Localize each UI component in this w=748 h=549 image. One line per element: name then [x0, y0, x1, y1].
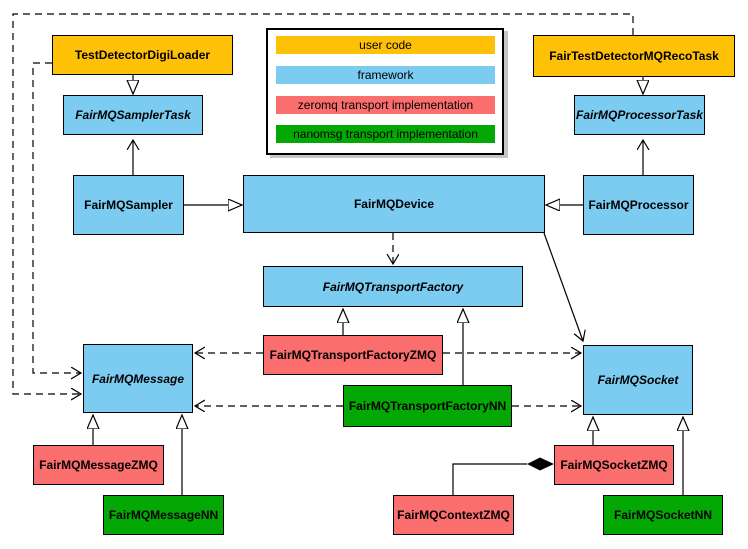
node-label: FairMQContextZMQ [397, 508, 510, 522]
node-label: FairMQSamplerTask [75, 108, 191, 122]
node-fairmqsocketzmq: FairMQSocketZMQ [554, 445, 674, 485]
node-fairmqtransportfactory: FairMQTransportFactory [263, 266, 523, 307]
node-fairmqmessagenn: FairMQMessageNN [103, 495, 224, 535]
node-testdetectordigiloader: TestDetectorDigiLoader [52, 35, 233, 75]
edge-recotask-message [12, 13, 634, 394]
node-label: FairMQTransportFactoryZMQ [269, 348, 437, 362]
node-fairmqsocketnn: FairMQSocketNN [603, 495, 723, 535]
node-label: TestDetectorDigiLoader [74, 48, 211, 62]
node-fairmqprocessor: FairMQProcessor [583, 175, 694, 235]
node-fairmqprocessortask: FairMQProcessorTask [574, 95, 705, 135]
node-label: FairTestDetectorMQRecoTask [549, 49, 719, 63]
legend-label: user code [359, 38, 412, 52]
node-label: FairMQSocketNN [613, 508, 713, 522]
node-fairmqsamplertask: FairMQSamplerTask [63, 95, 203, 135]
edge-device-socket [543, 232, 583, 341]
node-label: FairMQProcessor [588, 198, 689, 212]
composition-diamond-icon [527, 457, 554, 471]
node-label: FairMQProcessorTask [576, 108, 703, 122]
legend-item-user-code: user code [276, 36, 495, 54]
legend-label: nanomsg transport implementation [293, 127, 478, 141]
legend-item-framework: framework [276, 66, 495, 84]
node-label: FairMQSocket [597, 373, 679, 387]
node-label: FairMQTransportFactoryNN [348, 399, 507, 413]
legend-label: zeromq transport implementation [297, 98, 474, 112]
node-label: FairMQDevice [353, 197, 435, 211]
node-fairmqmessagezmq: FairMQMessageZMQ [33, 445, 164, 485]
legend-box: user code framework zeromq transport imp… [266, 28, 504, 155]
node-fairmqcontextzmq: FairMQContextZMQ [393, 495, 514, 535]
node-fairmqtransportfactoryzmq: FairMQTransportFactoryZMQ [263, 335, 443, 375]
node-label: FairMQTransportFactory [322, 279, 464, 294]
node-label: FairMQSocketZMQ [560, 458, 668, 472]
node-label: FairMQMessage [91, 371, 185, 386]
legend-item-nanomsg: nanomsg transport implementation [276, 125, 495, 143]
node-fairmqdevice: FairMQDevice [243, 175, 545, 233]
node-fairmqmessage: FairMQMessage [83, 344, 193, 413]
node-fairmqsocket: FairMQSocket [583, 345, 693, 415]
node-label: FairMQMessageZMQ [39, 458, 158, 472]
edge-contextzmq-socketzmq [452, 463, 527, 495]
node-label: FairMQMessageNN [108, 508, 219, 522]
node-fairmqsampler: FairMQSampler [73, 175, 184, 235]
node-fairtestdetectormqrecotask: FairTestDetectorMQRecoTask [533, 35, 735, 77]
edge-digiloader-message [32, 62, 81, 373]
node-fairmqtransportfactorynn: FairMQTransportFactoryNN [343, 385, 512, 427]
node-label: FairMQSampler [84, 198, 173, 212]
legend-label: framework [357, 68, 414, 82]
legend-item-zeromq: zeromq transport implementation [276, 96, 495, 114]
